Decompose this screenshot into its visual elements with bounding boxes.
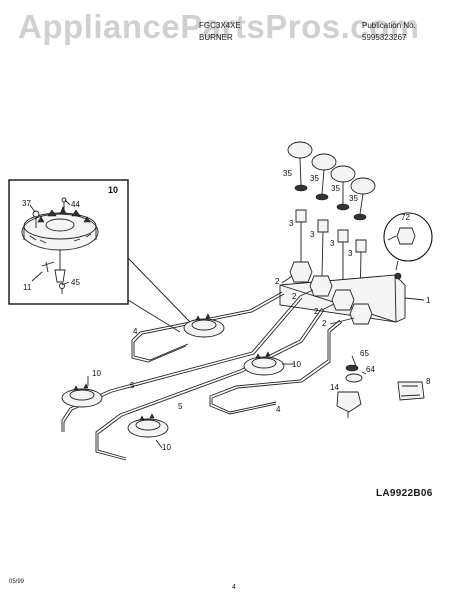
watermark: AppliancePartsPros.com xyxy=(18,8,420,45)
callout-3c: 3 xyxy=(330,239,335,248)
burner-valves xyxy=(289,261,373,325)
callout-10a: 10 xyxy=(92,369,101,378)
section-title: BURNER xyxy=(199,33,233,42)
publication-number: 5995323267 xyxy=(362,33,407,42)
control-knobs xyxy=(287,141,376,221)
inset-detail-box: 10 37 44 11 45 xyxy=(8,179,129,305)
callout-3d: 3 xyxy=(348,249,353,258)
callout-35a: 35 xyxy=(283,169,292,178)
callout-10c: 10 xyxy=(162,443,171,452)
callout-5b: 5 xyxy=(178,402,183,411)
callout-4a: 4 xyxy=(133,327,138,336)
callout-3a: 3 xyxy=(289,219,294,228)
callout-35b: 35 xyxy=(310,174,319,183)
callout-2c: 2 xyxy=(314,307,319,316)
callout-8: 8 xyxy=(426,377,431,386)
gas-tubing xyxy=(61,291,343,461)
model-number: FGC3X4XE xyxy=(199,21,241,30)
callout-2d: 2 xyxy=(322,319,327,328)
callout-64: 64 xyxy=(366,365,375,374)
callout-11: 11 xyxy=(23,283,32,292)
burner-front-right: 10 xyxy=(127,413,171,452)
callout-14: 14 xyxy=(330,383,339,392)
callout-37: 37 xyxy=(22,199,31,208)
callout-72: 72 xyxy=(401,213,410,222)
publication-label: Publication No. xyxy=(362,21,416,30)
callout-2b: 2 xyxy=(292,292,297,301)
burner-front-left: 10 xyxy=(61,369,103,408)
callout-44: 44 xyxy=(71,200,80,209)
detail-circle-72: 72 xyxy=(383,212,433,271)
callout-65: 65 xyxy=(360,349,369,358)
callout-1: 1 xyxy=(426,296,431,305)
callout-35d: 35 xyxy=(349,194,358,203)
callout-3b: 3 xyxy=(310,230,315,239)
footer-page-number: 4 xyxy=(232,584,236,591)
valve-stems xyxy=(295,209,367,305)
callout-4b: 4 xyxy=(276,405,281,414)
footer-date: 05/99 xyxy=(9,579,25,585)
callout-35c: 35 xyxy=(331,184,340,193)
callout-5a: 5 xyxy=(130,381,135,390)
ignition-parts: 65 64 14 8 xyxy=(330,349,431,418)
burner-rear-right: 10 xyxy=(243,351,301,376)
callout-2a: 2 xyxy=(275,277,280,286)
callout-10b: 10 xyxy=(292,360,301,369)
inset-title: 10 xyxy=(108,185,118,195)
callout-45: 45 xyxy=(71,278,80,287)
burner-rear-left xyxy=(183,313,225,338)
diagram-code: LA9922B06 xyxy=(376,488,433,499)
